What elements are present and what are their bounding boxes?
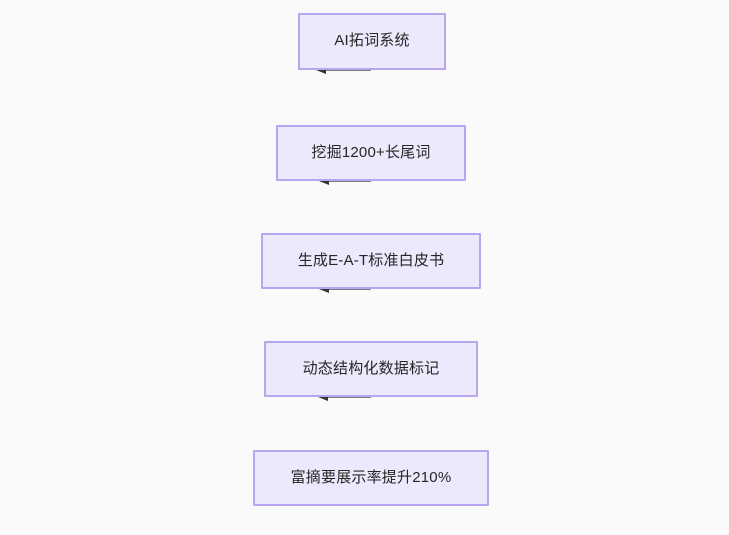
- flow-node-dynamic-structured-data-markup[interactable]: 动态结构化数据标记: [264, 341, 478, 397]
- flow-node-rich-snippet-impression-lift[interactable]: 富摘要展示率提升210%: [253, 450, 489, 506]
- flow-node-generate-eat-whitepaper[interactable]: 生成E-A-T标准白皮书: [261, 233, 481, 289]
- flow-node-label: 富摘要展示率提升210%: [290, 468, 452, 486]
- flow-node-mine-longtail-keywords[interactable]: 挖掘1200+长尾词: [276, 125, 466, 181]
- flow-node-label: 挖掘1200+长尾词: [311, 143, 431, 161]
- flow-node-label: AI拓词系统: [334, 32, 410, 50]
- flow-node-label: 生成E-A-T标准白皮书: [297, 251, 445, 269]
- flow-node-label: 动态结构化数据标记: [302, 359, 440, 377]
- flow-node-ai-keyword-system[interactable]: AI拓词系统: [298, 13, 446, 70]
